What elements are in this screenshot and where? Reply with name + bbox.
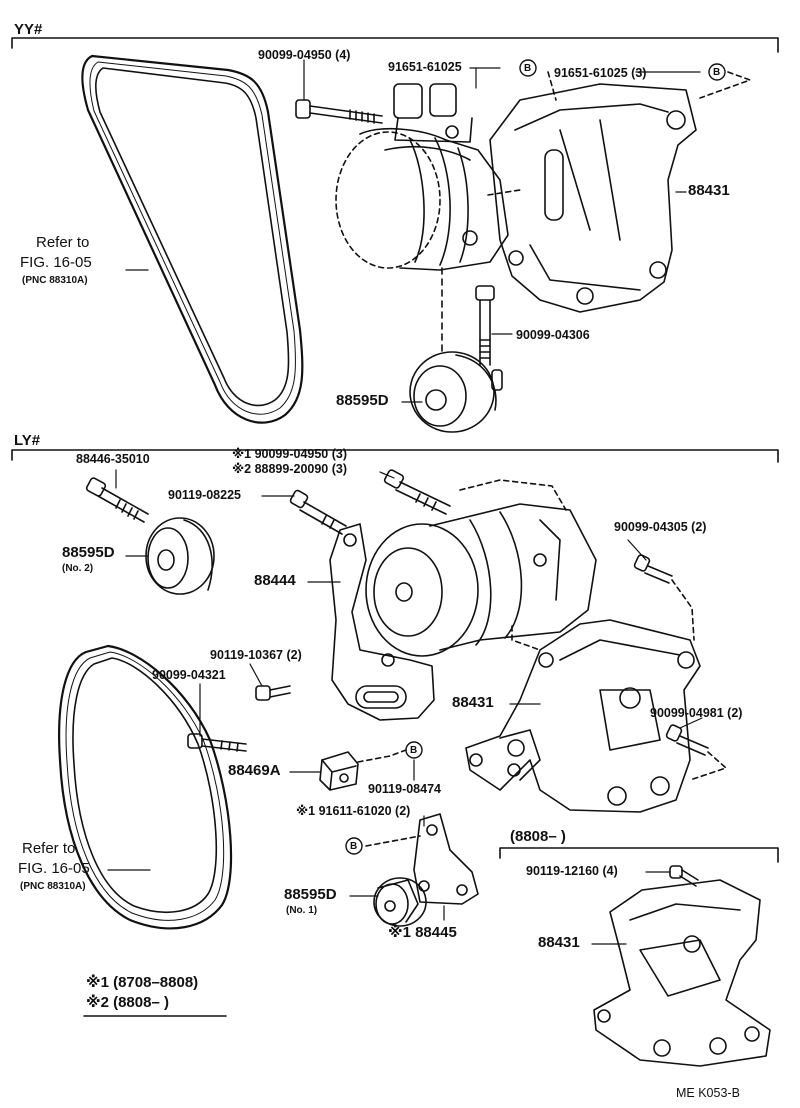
compressor-ly xyxy=(365,479,597,657)
bolt-ly-90119-10367 xyxy=(255,685,291,701)
refer-fig-label: FIG. 16-05 xyxy=(20,254,92,271)
circle-markers xyxy=(345,59,726,855)
part-label: 88444 xyxy=(254,572,296,589)
idler-pulley-ly-no1 xyxy=(373,877,427,927)
marker-b-3: B xyxy=(410,745,418,756)
part-label: 88431 xyxy=(538,934,580,951)
section-label-8808: (8808– ) xyxy=(510,828,566,845)
refer-fig-label: FIG. 16-05 xyxy=(18,860,90,877)
part-label-sub: (No. 2) xyxy=(62,563,94,574)
part-label: ※1 90099-04950 (3) xyxy=(232,447,348,461)
bolt-ly-90099-04950 xyxy=(383,469,451,515)
bolt-ly-90119-08225 xyxy=(289,489,347,535)
section-frame-ly xyxy=(11,449,779,463)
marker-b-2: B xyxy=(713,67,721,78)
part-label: 90099-04306 xyxy=(516,328,590,342)
section-frame-8808 xyxy=(499,847,779,863)
part-label: 88595D xyxy=(284,886,337,903)
part-label-sub: (No. 1) xyxy=(286,905,318,916)
note-2: ※2 (8808– ) xyxy=(86,994,169,1011)
bracket-yy-88431 xyxy=(489,83,697,313)
part-label: 90119-08474 xyxy=(368,782,441,796)
part-label: 90099-04321 xyxy=(152,668,226,682)
compressor-yy xyxy=(335,83,521,271)
section-label-yy: YY# xyxy=(14,21,43,38)
v-belt-yy xyxy=(81,54,304,424)
idler-pulley-yy xyxy=(409,351,503,433)
part-label: 90099-04305 (2) xyxy=(614,520,707,534)
note-1: ※1 (8708–8808) xyxy=(86,974,199,991)
bolt-ly-90099-04305 xyxy=(633,554,673,584)
bracket-ly-88444 xyxy=(329,523,435,721)
part-label: 91651-61025 (3) xyxy=(554,66,647,80)
part-label: ※2 88899-20090 (3) xyxy=(232,462,348,476)
part-label: 90099-04950 (4) xyxy=(258,48,351,62)
part-label: 88431 xyxy=(452,694,494,711)
spacer-ly-88469a xyxy=(319,751,359,791)
leader-lines xyxy=(107,59,703,945)
bracket-alt-88431 xyxy=(593,879,771,1067)
marker-b-1: B xyxy=(524,63,532,74)
part-label: 88431 xyxy=(688,182,730,199)
part-label: 90119-10367 (2) xyxy=(210,648,302,662)
part-label: 90119-08225 xyxy=(168,488,241,502)
part-label: 88595D xyxy=(62,544,115,561)
footer-code: ME K053-B xyxy=(676,1086,740,1100)
part-label: 88595D xyxy=(336,392,389,409)
v-belt-ly xyxy=(58,644,233,930)
refer-pnc-label: (PNC 88310A) xyxy=(20,881,86,892)
part-label: 88446-35010 xyxy=(76,452,150,466)
bracket-ly-88431 xyxy=(465,619,701,813)
part-label: ※1 91611-61020 (2) xyxy=(296,804,411,818)
section-frame-yy xyxy=(11,37,779,53)
bolt-yy-90099-04306 xyxy=(475,285,495,366)
bolt-ly-88446-35010 xyxy=(85,477,149,523)
refer-pnc-label: (PNC 88310A) xyxy=(22,275,88,286)
part-label: 88469A xyxy=(228,762,281,779)
part-label: 90099-04981 (2) xyxy=(650,706,743,720)
section-label-ly: LY# xyxy=(14,432,41,449)
part-label: 91651-61025 xyxy=(388,60,462,74)
idler-pulley-ly-no2 xyxy=(145,517,215,595)
refer-to-label: Refer to xyxy=(36,234,90,251)
refer-to-label: Refer to xyxy=(22,840,76,857)
bolt-ly-90099-04981 xyxy=(665,724,709,756)
marker-b-4: B xyxy=(350,841,358,852)
part-label: 90119-12160 (4) xyxy=(526,864,618,878)
part-label: ※1 88445 xyxy=(388,924,457,941)
bolt-yy-90099-04950 xyxy=(295,99,383,124)
